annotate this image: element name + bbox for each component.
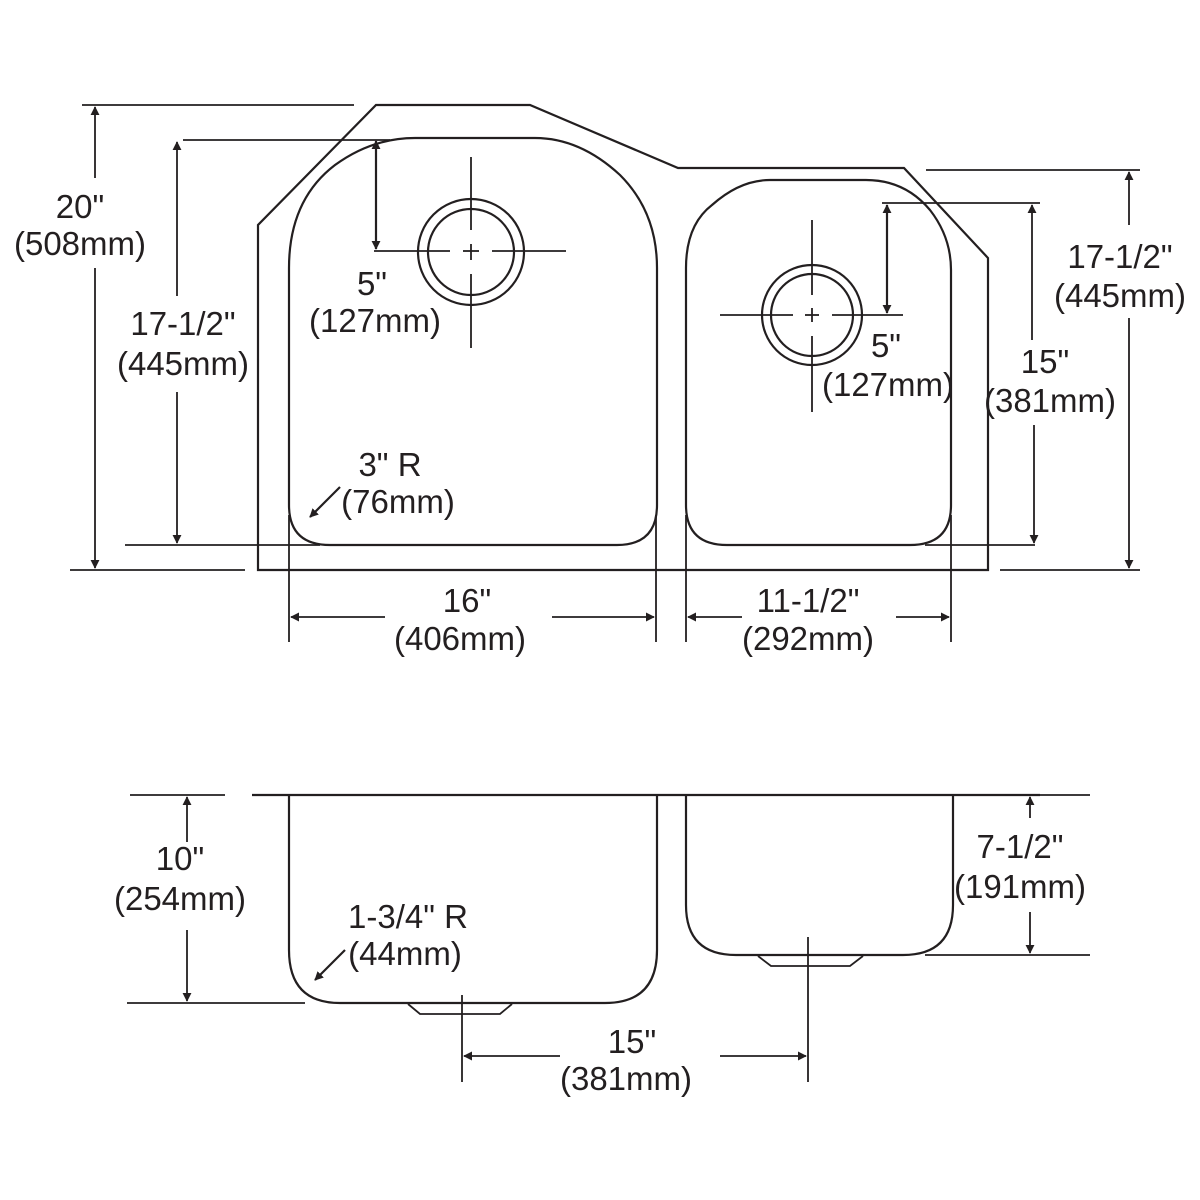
right-drain-offset-metric: (127mm) bbox=[822, 366, 954, 403]
dimension-left-bowl-height: 10" (254mm) bbox=[114, 794, 305, 1004]
dimension-left-bottom-radius: 1-3/4" R (44mm) bbox=[314, 898, 468, 981]
right-bowl-depth-imperial: 15" bbox=[1021, 343, 1069, 380]
dimension-left-corner-radius: 3" R (76mm) bbox=[309, 446, 455, 520]
dimension-right-bowl-depth: 15" (381mm) bbox=[925, 204, 1116, 546]
overall-depth-imperial: 20" bbox=[56, 188, 104, 225]
left-drain-offset-imperial: 5" bbox=[357, 265, 387, 302]
top-view: 20" (508mm) 17-1/2" (445mm) 5" (127mm) 3… bbox=[14, 103, 1186, 657]
right-bowl-outline bbox=[684, 178, 953, 547]
left-drain-flange bbox=[407, 1003, 513, 1015]
right-bowl-width-imperial: 11-1/2" bbox=[757, 582, 860, 619]
dimension-drain-spacing: 15" (381mm) bbox=[461, 937, 809, 1097]
left-corner-radius-metric: (76mm) bbox=[341, 483, 455, 520]
dimension-left-drain-offset: 5" (127mm) bbox=[309, 140, 441, 339]
right-bowl-width-metric: (292mm) bbox=[742, 620, 874, 657]
dimension-right-drain-offset: 5" (127mm) bbox=[822, 202, 1040, 403]
drain-spacing-imperial: 15" bbox=[608, 1023, 656, 1060]
dimension-left-bowl-width: 16" (406mm) bbox=[288, 515, 657, 657]
right-drain bbox=[720, 220, 903, 412]
left-bowl-width-metric: (406mm) bbox=[394, 620, 526, 657]
left-drain bbox=[374, 157, 566, 348]
left-bowl-width-imperial: 16" bbox=[443, 582, 491, 619]
left-bowl-height-metric: (254mm) bbox=[114, 880, 246, 917]
left-bowl-height-imperial: 10" bbox=[156, 840, 204, 877]
left-bowl-depth-metric: (445mm) bbox=[117, 345, 249, 382]
dimension-left-bowl-depth: 17-1/2" (445mm) bbox=[117, 139, 390, 546]
dimension-overall-depth: 20" (508mm) bbox=[14, 104, 354, 571]
side-view: 10" (254mm) 1-3/4" R (44mm) 15" (381mm) … bbox=[114, 793, 1090, 1097]
left-bowl-outline bbox=[287, 136, 659, 547]
left-bowl-profile bbox=[287, 795, 659, 1005]
left-corner-radius-imperial: 3" R bbox=[358, 446, 421, 483]
left-bottom-radius-metric: (44mm) bbox=[348, 935, 462, 972]
dimension-right-bowl-width: 11-1/2" (292mm) bbox=[685, 515, 952, 657]
overall-depth-metric: (508mm) bbox=[14, 225, 146, 262]
right-drain-offset-imperial: 5" bbox=[871, 327, 901, 364]
left-drain-offset-metric: (127mm) bbox=[309, 302, 441, 339]
right-bowl-height-imperial: 7-1/2" bbox=[977, 828, 1064, 865]
drain-spacing-metric: (381mm) bbox=[560, 1060, 692, 1097]
right-bowl-height-metric: (191mm) bbox=[954, 868, 1086, 905]
left-bowl-depth-imperial: 17-1/2" bbox=[130, 305, 235, 342]
left-bottom-radius-imperial: 1-3/4" R bbox=[348, 898, 468, 935]
right-drain-flange bbox=[757, 955, 864, 967]
right-bowl-depth-metric: (381mm) bbox=[984, 382, 1116, 419]
dimension-right-overall-depth: 17-1/2" (445mm) bbox=[926, 169, 1186, 571]
sink-outer-outline bbox=[256, 103, 990, 572]
right-bowl-profile bbox=[684, 795, 955, 957]
right-overall-depth-metric: (445mm) bbox=[1054, 277, 1186, 314]
right-overall-depth-imperial: 17-1/2" bbox=[1067, 238, 1172, 275]
dimension-right-bowl-height: 7-1/2" (191mm) bbox=[925, 794, 1090, 956]
